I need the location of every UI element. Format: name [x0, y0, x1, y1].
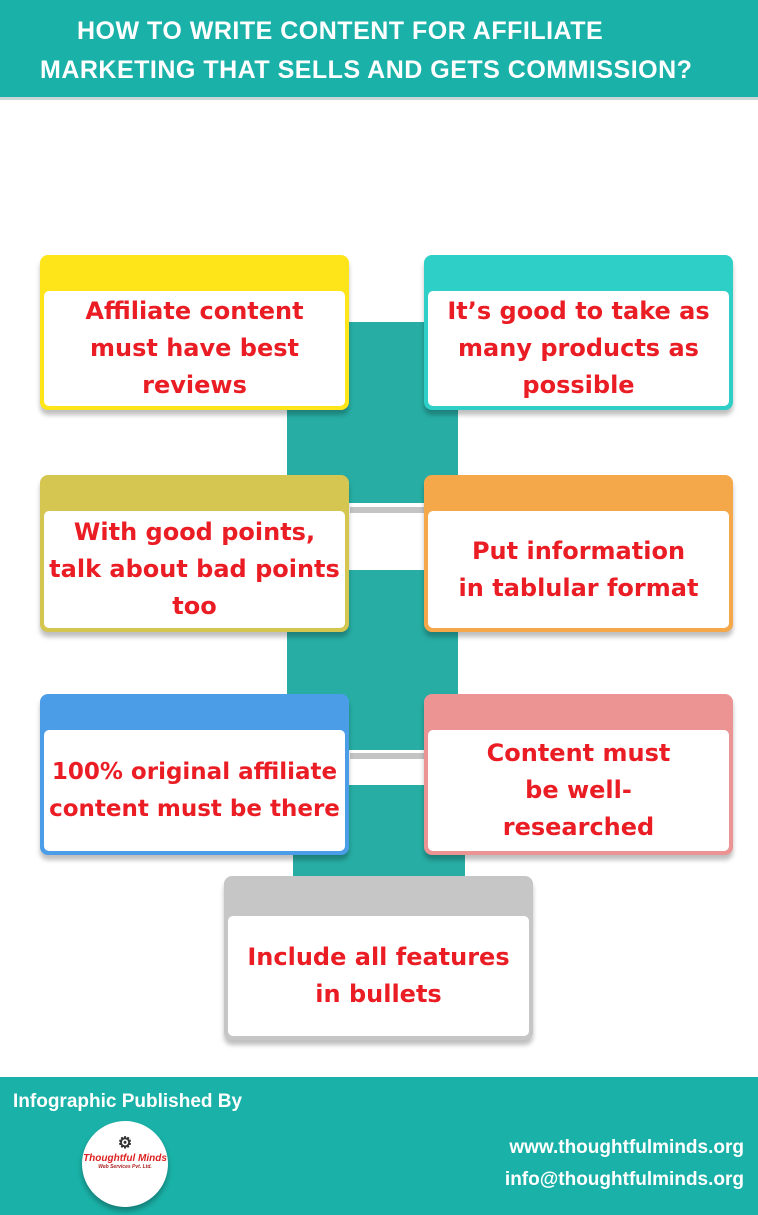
tip-card: With good points, talk about bad points …: [40, 475, 349, 632]
footer: Infographic Published By ⚙ Thoughtful Mi…: [0, 1077, 758, 1215]
connector: [350, 753, 424, 759]
header: HOW TO WRITE CONTENT FOR AFFILIATE MARKE…: [0, 0, 758, 100]
tip-text: Put information in tablular format: [428, 511, 729, 628]
tip-card: It’s good to take as many products as po…: [424, 255, 733, 410]
logo-icon: ⚙: [117, 1135, 133, 1152]
tip-text: With good points, talk about bad points …: [44, 511, 345, 628]
tip-text: Affiliate content must have best reviews: [44, 291, 345, 406]
company-logo: ⚙ Thoughtful Minds Web Services Pvt. Ltd…: [82, 1121, 168, 1207]
published-by-label: Infographic Published By: [13, 1091, 243, 1112]
tip-card: Content must be well-researched: [424, 694, 733, 855]
logo-sub: Web Services Pvt. Ltd.: [98, 1164, 152, 1170]
tip-card: 100% original affiliate content must be …: [40, 694, 349, 855]
tip-card: Affiliate content must have best reviews: [40, 255, 349, 410]
email-link[interactable]: info@thoughtfulminds.org: [504, 1169, 744, 1190]
tip-card: Include all features in bullets: [224, 876, 533, 1040]
title-line-2: MARKETING THAT SELLS AND GETS COMMISSION…: [40, 56, 693, 84]
tip-text: It’s good to take as many products as po…: [428, 291, 729, 406]
tip-text: Content must be well-researched: [428, 730, 729, 851]
tip-text: Include all features in bullets: [228, 916, 529, 1036]
logo-name: Thoughtful Minds: [83, 1153, 167, 1164]
title-line-1: HOW TO WRITE CONTENT FOR AFFILIATE: [77, 17, 604, 45]
tip-card: Put information in tablular format: [424, 475, 733, 632]
tip-text: 100% original affiliate content must be …: [44, 730, 345, 851]
connector: [350, 507, 424, 513]
website-link[interactable]: www.thoughtfulminds.org: [509, 1137, 744, 1158]
